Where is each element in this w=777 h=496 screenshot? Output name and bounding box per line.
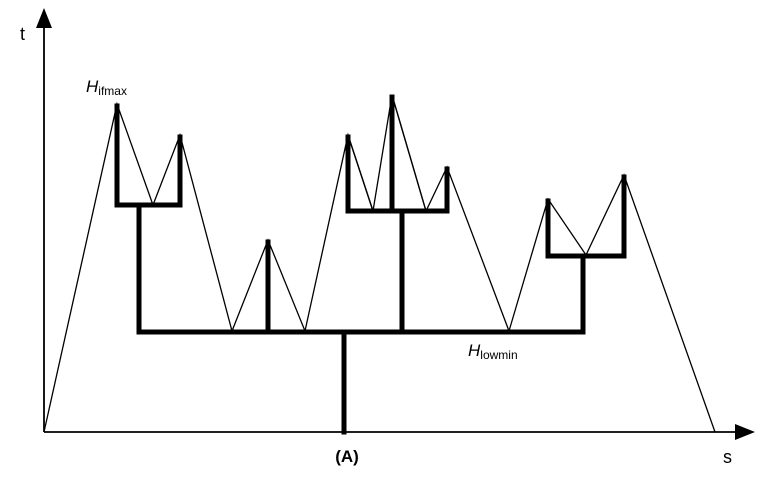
terrain-spur-left	[347, 134, 374, 212]
label-h-lowmin: Hlowmin	[468, 341, 518, 362]
axes	[36, 8, 755, 440]
label-h-ifmax-main: H	[86, 77, 99, 96]
y-axis-label: t	[20, 24, 25, 44]
figure-caption: (A)	[335, 447, 359, 466]
label-h-lowmin-sub: lowmin	[480, 348, 517, 362]
y-axis-arrow	[36, 8, 52, 28]
terrain-profile	[43, 94, 716, 433]
merge-tree	[114, 94, 627, 435]
x-axis-arrow	[735, 424, 755, 440]
label-h-ifmax-sub: ifmax	[98, 84, 127, 98]
terrain-spur-mid	[391, 94, 427, 212]
label-h-ifmax: Hifmax	[86, 77, 127, 98]
x-axis-label: s	[723, 447, 732, 467]
label-h-lowmin-main: H	[468, 341, 481, 360]
